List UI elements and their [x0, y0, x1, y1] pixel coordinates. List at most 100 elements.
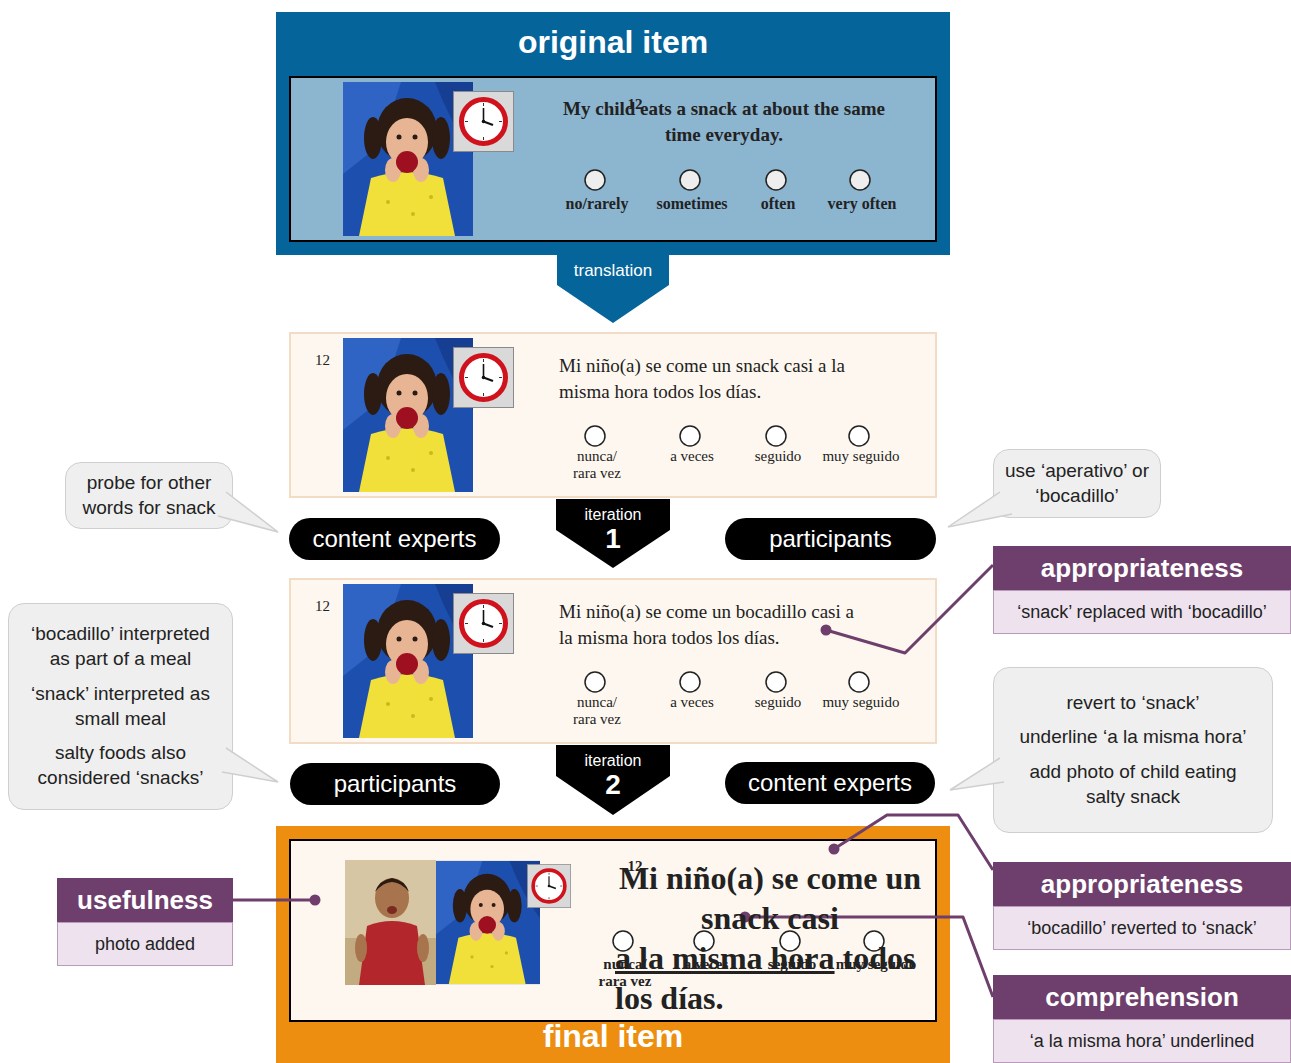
- question-text: Mi niño(a) se come un bocadillo casi a l…: [559, 599, 864, 651]
- radio-button: [849, 426, 869, 446]
- photo-set-final: [345, 860, 571, 985]
- callout-tail-outline: [218, 492, 278, 532]
- change-tag: appropriateness‘snack’ replaced with ‘bo…: [993, 546, 1291, 634]
- radio-button: [766, 672, 786, 692]
- item-number: 12: [315, 597, 330, 615]
- callout-text: underline ‘a la misma hora’: [1019, 725, 1246, 750]
- photo-set-iteration: [343, 584, 514, 738]
- clock-icon: [454, 92, 514, 152]
- item-number: 12: [313, 857, 957, 875]
- radio-button: [680, 426, 700, 446]
- leader-dot: [829, 844, 840, 855]
- option-label: muy seguido: [826, 956, 926, 973]
- question-text: Mi niño(a) se come un snack casi: [615, 858, 925, 938]
- option-label: very often: [807, 195, 917, 212]
- tag-body: ‘a la misma hora’ underlined: [993, 1019, 1291, 1063]
- band-title: original item: [276, 22, 950, 62]
- leader-dot: [310, 895, 321, 906]
- change-tag: usefulnessphoto added: [57, 878, 233, 966]
- callout-text: ‘snack’ interpreted as small meal: [26, 682, 216, 731]
- callout-text: revert to ‘snack’: [1066, 691, 1199, 716]
- radio-button: [585, 426, 605, 446]
- radio-button: [585, 170, 605, 190]
- tag-body: ‘bocadillo’ reverted to ‘snack’: [993, 906, 1291, 950]
- item-number: 12: [315, 351, 330, 369]
- callout-tail: [222, 748, 278, 782]
- callout-tail-outline: [948, 492, 1012, 527]
- option-label: seguido: [728, 448, 828, 465]
- option-label: nunca/ rara vez: [568, 448, 626, 482]
- iteration-number: 2: [556, 770, 670, 800]
- pill-label: participants: [334, 770, 457, 798]
- option-label: seguido: [728, 694, 828, 711]
- arrow-label: translation: [557, 261, 669, 281]
- arrow-label: iteration: [556, 505, 670, 524]
- photo-set-translation: [343, 338, 514, 492]
- speech-bubble: ‘bocadillo’ interpreted as part of a mea…: [8, 603, 233, 810]
- option-label: no/rarely: [542, 195, 652, 212]
- section-band: final itemMi niño(a) se come un snack ca…: [276, 826, 950, 1063]
- radio-button: [849, 672, 869, 692]
- option-label: often: [723, 195, 833, 212]
- child-photo: [345, 860, 436, 985]
- text-group: Mi niño(a) se come un snack casia la mis…: [615, 858, 925, 1018]
- child-photo: [436, 861, 540, 984]
- option-label: nunca/ rara vez: [596, 956, 654, 990]
- callout-tail-outline: [222, 748, 278, 782]
- role-pill: content experts: [289, 518, 500, 560]
- callout-tail: [948, 492, 1012, 527]
- clock-icon: [527, 864, 570, 907]
- arrow-body: [556, 499, 670, 568]
- callout-tails: [218, 492, 1012, 790]
- callout-tail-outline: [950, 758, 1004, 790]
- option-label: muy seguido: [811, 694, 911, 711]
- radio-button: [766, 426, 786, 446]
- option-label: a veces: [656, 956, 756, 973]
- leader-dot: [821, 625, 832, 636]
- leader-line: [745, 917, 993, 997]
- question-text: My child eats a snack at about the same …: [559, 96, 889, 148]
- radio-button: [680, 170, 700, 190]
- speech-bubble: revert to ‘snack’ underline ‘a la misma h…: [993, 667, 1273, 833]
- pill-label: content experts: [748, 769, 912, 797]
- callout-text: probe for other words for snack: [76, 471, 222, 520]
- iteration-number: 1: [556, 524, 670, 554]
- callout-text: ‘bocadillo’ interpreted as part of a mea…: [26, 622, 216, 671]
- clock-icon: [454, 348, 514, 408]
- leader-line: [834, 815, 993, 870]
- change-tag: comprehension‘a la misma hora’ underline…: [993, 975, 1291, 1063]
- radio-button: [864, 931, 884, 951]
- iteration-arrow: iteration1: [556, 499, 670, 568]
- tag-heading: appropriateness: [993, 862, 1291, 906]
- translation-arrow: translation: [557, 255, 669, 323]
- survey-item: Mi niño(a) se come un snack casia la mis…: [289, 839, 937, 1022]
- radio-button: [694, 931, 714, 951]
- radio-button: [585, 672, 605, 692]
- arrow-label: iteration: [556, 751, 670, 770]
- leader-line: [826, 565, 993, 653]
- leader-line: [233, 899, 315, 902]
- change-tag: appropriateness‘bocadillo’ reverted to ‘…: [993, 862, 1291, 950]
- arrow-body: [557, 255, 669, 323]
- option-label: muy seguido: [811, 448, 911, 465]
- speech-bubble: use ‘aperativo’ or ‘bocadillo’: [993, 449, 1161, 518]
- radio-button: [766, 170, 786, 190]
- role-pill: participants: [290, 763, 500, 805]
- tag-body: ‘snack’ replaced with ‘bocadillo’: [993, 590, 1291, 634]
- pill-label: participants: [769, 525, 892, 553]
- radio-buttons: [585, 170, 884, 951]
- callout-text: salty foods also considered ‘snacks’: [26, 741, 216, 790]
- callout-text: use ‘aperativo’ or ‘bocadillo’: [1004, 459, 1150, 508]
- arrow-body: [556, 745, 670, 815]
- child-photo: [343, 82, 473, 236]
- radio-button: [780, 931, 800, 951]
- option-label: a veces: [642, 694, 742, 711]
- section-band: original item12My child eats a snack at …: [276, 12, 950, 255]
- tag-heading: usefulness: [57, 878, 233, 922]
- radio-button: [613, 931, 633, 951]
- leader-dot: [740, 912, 751, 923]
- photo-set-original: [343, 82, 514, 236]
- speech-bubble: probe for other words for snack: [65, 462, 233, 529]
- clock-icon: [454, 594, 514, 654]
